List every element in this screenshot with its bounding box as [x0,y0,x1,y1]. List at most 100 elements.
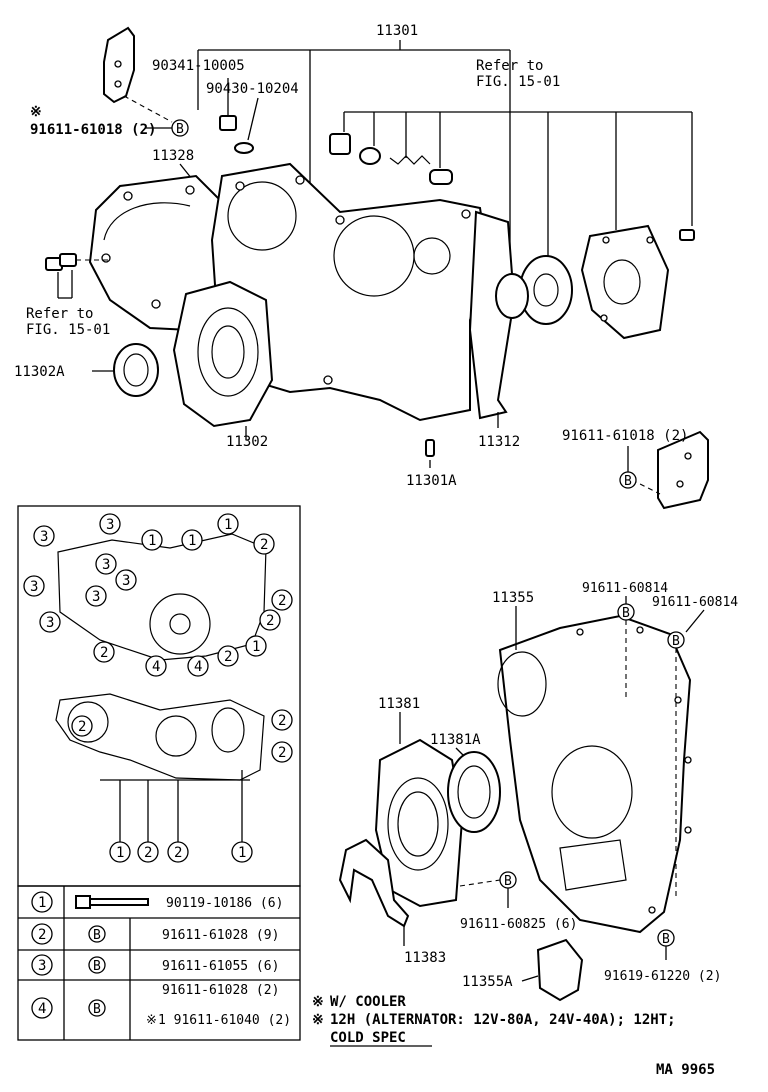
leader-11301 [197,40,511,270]
rear-seal-retainer-11381 [374,738,464,908]
svg-text:1: 1 [188,533,196,549]
svg-text:2: 2 [260,537,268,553]
bolt-b-label: B [504,874,512,889]
legend-num-2: 2 [38,927,46,943]
part-number-11355A: 11355A [462,974,513,990]
part-number-91619-61220: 91619-61220 (2) [604,969,721,984]
legend-num-1: 1 [38,895,46,911]
part-number-11302: 11302 [226,434,268,450]
rear-oil-seal-11381A [447,751,501,833]
hole-plug-11355A [536,938,584,1002]
svg-text:3: 3 [92,589,100,605]
svg-text:4: 4 [194,659,202,675]
timing-gear-case [210,162,490,422]
bolt-b-label: B [672,634,680,649]
part-number-11381A: 11381A [430,732,481,748]
crankshaft-front-cover [172,280,274,428]
svg-text:2: 2 [278,713,286,729]
legend-num-3: 3 [38,958,46,974]
mark-asterisk-1: ※ [30,104,42,120]
legend-num-4: 4 [38,1001,46,1017]
part-number-90430-10204: 90430-10204 [206,81,299,97]
svg-text:2: 2 [266,613,274,629]
gasket-11312 [468,210,516,420]
gasket-outline-upper [57,533,267,661]
svg-text:4: 4 [152,659,160,675]
gasket-bolt-location-box [17,505,301,887]
svg-text:2: 2 [224,649,232,665]
refer-to-label-1: Refer to [476,58,543,74]
part-number-11355: 11355 [492,590,534,606]
svg-text:2: 2 [100,645,108,661]
legend-part-2: 91611-61028 (9) [162,928,279,943]
svg-text:2: 2 [144,845,152,861]
legend-part-3: 91611-61055 (6) [162,959,279,974]
note-alternator-mark: ※ [312,1012,324,1028]
dowel-pin [425,439,435,457]
bolt-b-icon [619,471,637,489]
svg-text:3: 3 [122,573,130,589]
legend-part-4: 91611-61028 (2) [162,983,279,998]
part-number-91611-61018-right: 91611-61018 (2) [562,428,688,444]
retainer-gasket-11383 [338,838,410,928]
legend-part-1: 90119-10186 (6) [166,896,283,911]
part-number-11301: 11301 [376,23,418,39]
oil-pump-cover [580,224,670,340]
legend-symbol-4: B [93,1002,101,1017]
end-plate-11355 [497,614,692,934]
bolt-legend-table: 1 90119-10186 (6) 2 B 91611-61028 (9) 3 … [17,885,301,1041]
note-cooler-mark: ※ [312,994,324,1010]
refer-fig-label-2: FIG. 15-01 [26,322,110,338]
oil-pump-gears [495,255,573,325]
refer-to-label-2: Refer to [26,306,93,322]
legend-part-4b: 1 91611-61040 (2) [158,1013,291,1028]
part-number-91611-60814-a: 91611-60814 [582,581,668,596]
bolt-b-icon [171,119,189,137]
bracket-right [631,430,709,510]
part-number-90341-10005: 90341-10005 [152,58,245,74]
bolt-b-label: B [624,474,632,489]
svg-text:3: 3 [30,579,38,595]
svg-text:3: 3 [106,517,114,533]
svg-text:1: 1 [238,845,246,861]
svg-text:3: 3 [40,529,48,545]
oil-seal-11302A [113,343,159,397]
bracket-top-left [103,26,173,123]
svg-text:2: 2 [278,745,286,761]
drain-plug [219,115,254,154]
note-alternator: 12H (ALTERNATOR: 12V-80A, 24V-40A); 12HT… [330,1012,676,1028]
part-number-11381: 11381 [378,696,420,712]
part-number-91611-60814-b: 91611-60814 [652,595,738,610]
svg-text:3: 3 [46,615,54,631]
pump-cover-screw [679,229,695,241]
svg-text:2: 2 [174,845,182,861]
bolt-b-label: B [662,932,670,947]
gasket-outline-lower [55,693,265,781]
svg-text:1: 1 [252,639,260,655]
svg-text:1: 1 [224,517,232,533]
leader-11381A [455,747,465,757]
svg-text:2: 2 [78,719,86,735]
svg-text:1: 1 [148,533,156,549]
svg-text:1: 1 [116,845,124,861]
note-cooler: W/ COOLER [330,994,406,1010]
svg-text:3: 3 [102,557,110,573]
relief-valve-parts [329,111,693,256]
part-number-11383: 11383 [404,950,446,966]
part-number-11301A: 11301A [406,473,457,489]
bolt-b-label: B [176,122,184,137]
bolt-b-label: B [622,606,630,621]
svg-text:2: 2 [278,593,286,609]
note-cold-spec: COLD SPEC [330,1030,406,1046]
legend-symbol-3: B [93,959,101,974]
stud-bolts [45,253,112,299]
gasket-markers: 3 3 1 1 1 2 3 3 3 3 3 2 2 2 4 4 2 1 2 2 … [23,513,293,863]
part-number-11312: 11312 [478,434,520,450]
part-number-91611-61018-top: 91611-61018 (2) [30,122,156,138]
part-number-11302A: 11302A [14,364,65,380]
leader-11355A [521,975,539,982]
legend-part-4-mark: ※ [146,1013,157,1028]
part-number-11328: 11328 [152,148,194,164]
part-number-91611-60825: 91611-60825 (6) [460,917,577,932]
